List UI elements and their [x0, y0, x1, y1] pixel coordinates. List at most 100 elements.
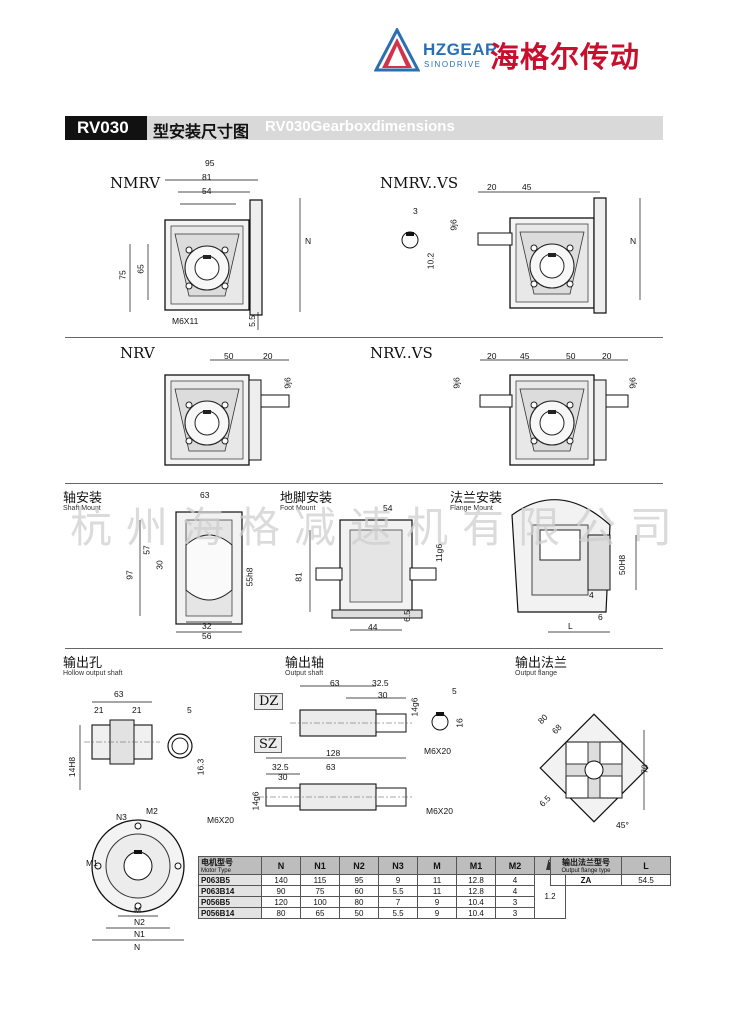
foot-mount-subtitle: Foot Mount: [280, 505, 316, 512]
dim-label: 56: [202, 631, 212, 641]
hollow-output-subtitle: Hollow output shaft: [63, 670, 123, 677]
dz-tag: DZ: [254, 693, 284, 710]
title-english: RV030Gearboxdimensions: [265, 118, 455, 135]
dim-label: 9j6: [282, 377, 293, 389]
section-nmrv: NMRV: [110, 174, 161, 192]
shaft-mount-title: 轴安装: [63, 491, 103, 506]
dim-label: 14H8: [67, 756, 78, 778]
dim-label: L: [568, 621, 573, 631]
table-header: N2: [339, 856, 379, 875]
table-row: P063B14 90 75 60 5.5 11 12.8 4: [198, 885, 566, 897]
dim-label: 21: [94, 705, 104, 715]
dim-label: 54: [202, 186, 212, 196]
dim-label: 30: [278, 772, 288, 782]
dim-label: N1: [134, 929, 145, 939]
dim-label: N: [305, 236, 312, 246]
model-code: RV030: [77, 118, 129, 137]
brand-chinese-name: 海格尔传动: [490, 40, 641, 74]
watermark: 杭州海格减速机有限公司: [70, 503, 687, 552]
brand-name: HZGEAR: [423, 40, 498, 59]
table-row: P056B5 120 100 80 7 9 10.4 3: [198, 896, 566, 908]
dim-label: N3: [116, 812, 127, 822]
divider: [65, 648, 663, 649]
dim-label: 50: [566, 351, 576, 361]
flange-mount-title: 法兰安装: [450, 491, 503, 506]
dim-label: 30: [378, 690, 388, 700]
dim-label: M: [134, 905, 142, 915]
dim-label: 16.3: [195, 758, 206, 776]
table-header: M2: [495, 856, 535, 875]
dim-label: 9j6: [627, 377, 638, 389]
dim-label: 32.5: [372, 678, 389, 688]
divider: [65, 483, 663, 484]
brand-subtitle: SINODRIVE: [424, 60, 482, 69]
table-header: M1: [456, 856, 496, 875]
table-row: P063B5 140 115 95 9 11 12.8 4 1.2: [198, 874, 566, 919]
table-header: N: [261, 856, 301, 875]
dim-label: 21: [132, 705, 142, 715]
output-flange-title: 输出法兰: [515, 656, 568, 671]
dim-label: 3: [413, 206, 418, 216]
dim-label: 95: [205, 158, 215, 168]
dim-label: 11g6: [434, 543, 445, 563]
dim-label: 63: [114, 689, 124, 699]
dim-label: 5: [452, 686, 457, 696]
section-nrv-vs: NRV..VS: [370, 344, 433, 362]
foot-mount-title: 地脚安装: [280, 491, 333, 506]
dim-label: 14g6: [250, 791, 261, 811]
dim-label: 50H8: [617, 554, 628, 576]
dim-label: 9j6: [451, 377, 462, 389]
dim-label: M6X11: [172, 316, 199, 326]
table-header: N1: [300, 856, 340, 875]
dim-label: 6: [598, 612, 603, 622]
dim-label: 57: [141, 545, 152, 555]
dim-label: 45: [522, 182, 532, 192]
hollow-output-title: 输出孔: [63, 656, 103, 671]
dim-label: 6.5: [401, 610, 412, 622]
output-flange-subtitle: Output flange: [515, 670, 558, 677]
dim-label: N2: [134, 917, 145, 927]
dim-label: 63: [326, 762, 336, 772]
table-header: L: [621, 856, 671, 875]
logo-triangle-icon: [373, 26, 421, 72]
dim-label: 55h8: [244, 567, 255, 587]
dim-label: N: [134, 942, 141, 952]
divider: [65, 337, 663, 338]
logo: [373, 26, 421, 77]
dim-label: M6X20: [424, 746, 451, 756]
title-banner: RV030 型安装尺寸图 RV030Gearboxdimensions: [65, 116, 663, 141]
dim-label: 10.2: [425, 252, 436, 270]
dim-label: 45°: [616, 820, 629, 830]
dim-label: 32.5: [272, 762, 289, 772]
dim-label: 20: [487, 351, 497, 361]
banner-tab: [65, 116, 147, 140]
dim-label: 14g6: [409, 697, 420, 717]
dim-label: 20: [602, 351, 612, 361]
output-shaft-title: 输出轴: [285, 656, 325, 671]
dim-label: 65: [135, 264, 146, 274]
dim-label: 81: [293, 572, 304, 582]
dim-label: 63: [330, 678, 340, 688]
table-header-flange-type: 输出法兰型号 Output flange type: [550, 856, 622, 875]
dim-label: 20: [263, 351, 273, 361]
dim-label: 97: [124, 570, 135, 580]
dim-label: 128: [326, 748, 341, 758]
dim-label: 54: [383, 503, 393, 513]
section-nrv: NRV: [120, 344, 155, 362]
table-header-motor-type: 电机型号 Motor Type: [198, 856, 262, 875]
table-row: ZA 54.5: [550, 874, 671, 886]
dim-label: 44: [368, 622, 378, 632]
motor-type-table: 电机型号 Motor Type N N1 N2 N3 M M1 M2 P063B…: [198, 856, 566, 919]
dim-label: M2: [146, 806, 158, 816]
dim-label: 5.5: [246, 315, 257, 327]
dim-label: 16: [454, 718, 465, 728]
dim-label: 75: [117, 270, 128, 280]
dim-label: 50: [224, 351, 234, 361]
dim-label: M6X20: [207, 815, 234, 825]
dim-label: 45: [520, 351, 530, 361]
dim-label: M6X20: [426, 806, 453, 816]
dim-label: 5: [187, 705, 192, 715]
section-nmrv-vs: NMRV..VS: [380, 174, 459, 192]
dim-label: 32: [202, 621, 212, 631]
